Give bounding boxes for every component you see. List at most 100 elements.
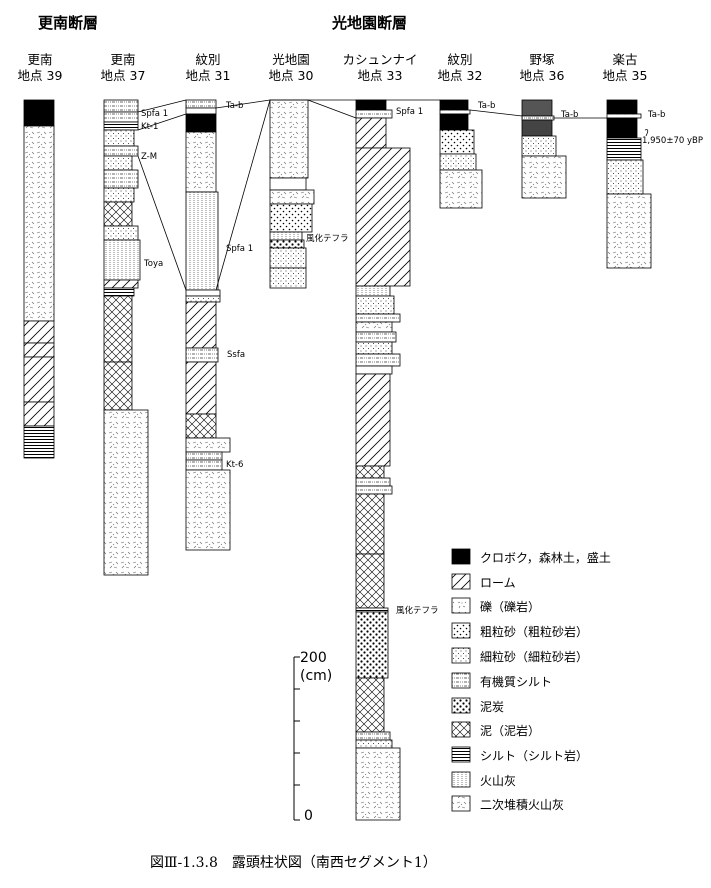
label-spfa1-33: Spfa 1	[396, 107, 424, 117]
strata-layer	[23, 342, 55, 358]
legend-label-silt: シルト（シルト岩）	[480, 749, 589, 763]
correlation-line	[469, 109, 523, 117]
column-header-line1: 楽古	[612, 52, 638, 67]
label-weathered-30: 風化テフラ	[306, 234, 349, 244]
legend-label-volcanic-ash: 火山灰	[480, 774, 517, 788]
strata-layer	[185, 289, 221, 297]
silt-icon	[451, 746, 471, 763]
column-header-line1: カシュンナイ	[342, 52, 418, 67]
strata-layer	[103, 201, 133, 227]
label-zm: Z-M	[141, 152, 158, 162]
label-spfa1-37: Spfa 1	[141, 109, 169, 119]
strata-layer	[103, 111, 139, 123]
strata-layer	[185, 451, 223, 461]
strata-layer	[521, 119, 553, 137]
label-tab-36: Ta-b	[561, 110, 579, 120]
strata-layer	[355, 341, 393, 355]
strata-layer	[606, 99, 638, 115]
legend-label-gravel: 礫（礫岩）	[480, 600, 541, 614]
scale-top-label: 200	[300, 650, 327, 666]
strata-layer	[269, 177, 307, 191]
strata-layer	[103, 155, 133, 171]
strata-layer	[439, 169, 483, 209]
legend-label-peat: 泥炭	[480, 700, 505, 714]
strata-layer	[185, 107, 217, 115]
strata-layer	[185, 131, 217, 193]
strata-layer	[23, 99, 55, 127]
strata-layer	[185, 347, 219, 363]
strata-layer	[439, 153, 477, 171]
strata-layer	[185, 301, 217, 349]
column-header-line1: 更南	[110, 52, 136, 67]
column-header-31: 紋別 地点 31	[168, 52, 248, 84]
strata-layer	[355, 607, 389, 613]
strata-layer	[355, 353, 401, 367]
column-header-line2: 地点 33	[357, 68, 403, 83]
strata-layer	[103, 129, 135, 147]
label-ssfa: Ssfa	[227, 350, 246, 360]
strata-layer	[103, 99, 139, 113]
label-date-35: 1,950±70 yBP	[642, 136, 703, 146]
strata-layer	[355, 99, 387, 111]
correlation-line	[307, 99, 357, 119]
strata-layer	[521, 115, 555, 121]
strata-layer	[355, 373, 391, 467]
strata-layer	[185, 113, 217, 133]
correlation-line	[215, 99, 271, 109]
strata-layer	[355, 677, 385, 733]
strata-layer	[103, 225, 139, 241]
strata-layer	[355, 295, 395, 315]
scale-bottom-label: 0	[304, 808, 313, 824]
label-tab-35: Ta-b	[648, 110, 666, 120]
strata-layer	[103, 239, 141, 281]
strata-layer	[103, 361, 133, 411]
strata-layer	[355, 731, 391, 741]
legend-label-coarse-sand: 粗粒砂（粗粒砂岩）	[480, 625, 589, 639]
correlation-line	[137, 113, 187, 131]
column-header-line1: 光地園	[272, 52, 310, 67]
strata-layer	[23, 356, 55, 403]
legend-label-organic-silt: 有機質シルト	[480, 675, 553, 689]
strata-layer	[185, 99, 217, 109]
legend-label-kuroboku: クロボク，森林土，盛土	[480, 551, 611, 565]
strata-layer	[103, 279, 139, 289]
strata-layer	[355, 147, 411, 287]
column-header-line2: 地点 36	[519, 68, 565, 83]
strata-layer	[355, 285, 391, 297]
strata-layer	[269, 99, 309, 179]
mud-icon	[451, 721, 471, 738]
strata-layer	[439, 129, 475, 155]
strata-layer	[269, 189, 315, 205]
strata-layer	[355, 553, 385, 609]
strata-layer	[521, 155, 567, 199]
strata-layer	[355, 747, 401, 821]
column-header-35: 楽古 地点 35	[585, 52, 665, 84]
label-weathered-33: 風化テフラ	[396, 606, 439, 616]
strata-layer	[103, 145, 139, 157]
strata-layer	[355, 321, 393, 333]
column-header-37: 更南 地点 37	[83, 52, 163, 84]
column-header-line1: 更南	[27, 52, 53, 67]
strata-layer	[269, 203, 313, 233]
strata-layer	[269, 247, 307, 269]
strata-layer	[185, 413, 217, 439]
strata-layer	[521, 99, 553, 117]
strata-layer	[606, 117, 638, 139]
column-header-32: 紋別 地点 32	[420, 52, 500, 84]
strata-layer	[355, 465, 385, 479]
strata-layer	[355, 331, 397, 343]
strata-layer	[103, 295, 133, 363]
strata-layer	[185, 191, 219, 291]
correlation-line	[137, 155, 187, 291]
column-header-line1: 野塚	[529, 52, 555, 67]
scale-bar	[293, 656, 300, 821]
strata-layer	[185, 459, 223, 471]
strata-layer	[355, 611, 389, 679]
label-tab-31: Ta-b	[226, 101, 244, 111]
strata-layer	[439, 99, 469, 111]
legend-label-reworked-ash: 二次堆積火山灰	[480, 798, 565, 812]
organic-silt-icon	[451, 672, 471, 689]
column-header-line2: 地点 30	[268, 68, 314, 83]
strata-layer	[355, 485, 393, 495]
